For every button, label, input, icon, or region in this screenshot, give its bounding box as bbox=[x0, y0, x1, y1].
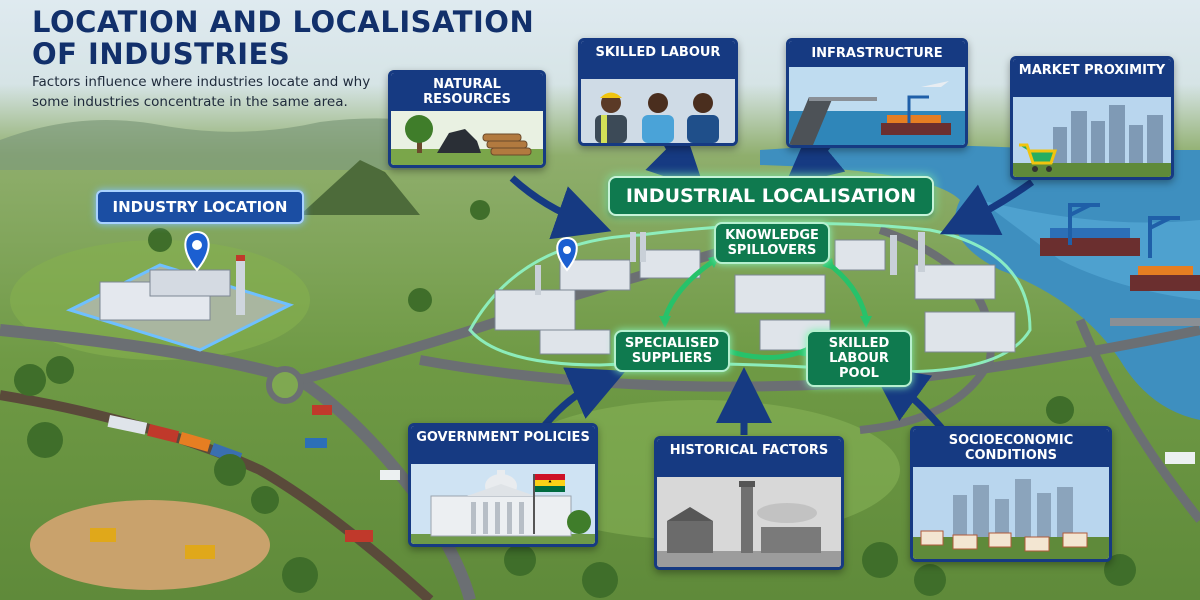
specialised-suppliers-label: SPECIALISED SUPPLIERS bbox=[614, 330, 730, 372]
mountain bbox=[300, 160, 420, 215]
ghana-flag-icon bbox=[533, 474, 565, 534]
infrastructure-illustration bbox=[789, 67, 965, 145]
page-title: LOCATION AND LOCALISATION OF INDUSTRIES bbox=[32, 6, 534, 70]
government-building-illustration bbox=[411, 464, 595, 544]
shopping-cart-icon bbox=[1019, 143, 1058, 172]
knowledge-spillovers-label: KNOWLEDGE SPILLOVERS bbox=[714, 222, 830, 264]
truck bbox=[1165, 452, 1195, 464]
card-title: SOCIOECONOMIC CONDITIONS bbox=[913, 429, 1109, 467]
coastal-road bbox=[1075, 318, 1200, 523]
card-market-proximity: MARKET PROXIMITY bbox=[1010, 56, 1174, 180]
cityscape-illustration bbox=[913, 467, 1109, 559]
card-title: SKILLED LABOUR bbox=[581, 41, 735, 79]
card-natural-resources: NATURAL RESOURCES bbox=[388, 70, 546, 168]
distant-hills bbox=[0, 118, 480, 170]
card-socioeconomic-conditions: SOCIOECONOMIC CONDITIONS bbox=[910, 426, 1112, 562]
card-title: HISTORICAL FACTORS bbox=[657, 439, 841, 477]
truck bbox=[380, 470, 400, 480]
card-title: GOVERNMENT POLICIES bbox=[411, 426, 595, 464]
location-pin-icon bbox=[556, 236, 578, 272]
roundabout bbox=[266, 366, 304, 404]
city-market-illustration bbox=[1013, 97, 1171, 177]
truck bbox=[312, 405, 332, 415]
bridge bbox=[1110, 318, 1200, 326]
worker-avatar bbox=[642, 93, 674, 143]
intro-text: Factors influence where industries locat… bbox=[32, 74, 371, 110]
card-government-policies: GOVERNMENT POLICIES bbox=[408, 423, 598, 547]
worker-avatar bbox=[687, 93, 719, 143]
truck bbox=[305, 438, 327, 448]
quarry bbox=[30, 500, 270, 590]
card-title: MARKET PROXIMITY bbox=[1013, 59, 1171, 97]
resources-illustration bbox=[391, 111, 543, 165]
card-historical-factors: HISTORICAL FACTORS bbox=[654, 436, 844, 570]
card-title: INFRASTRUCTURE bbox=[789, 41, 965, 67]
harbour-ships bbox=[1040, 228, 1200, 291]
location-pin-icon bbox=[184, 230, 210, 272]
dump-truck bbox=[185, 545, 215, 559]
isolated-factory bbox=[99, 255, 245, 321]
railway bbox=[0, 390, 434, 600]
river-sea bbox=[760, 145, 1200, 420]
smokestacks bbox=[535, 232, 925, 295]
title-line-2: OF INDUSTRIES bbox=[32, 37, 291, 71]
industrial-localisation-banner: INDUSTRIAL LOCALISATION bbox=[608, 176, 934, 216]
truck bbox=[345, 530, 373, 542]
historical-factory-illustration bbox=[657, 477, 841, 567]
worker-avatar bbox=[595, 92, 627, 143]
skilled-labour-pool-label: SKILLED LABOUR POOL bbox=[806, 330, 912, 387]
workers-illustration bbox=[581, 79, 735, 143]
industry-location-label: INDUSTRY LOCATION bbox=[96, 190, 304, 224]
port-cranes bbox=[1068, 203, 1180, 258]
title-line-1: LOCATION AND LOCALISATION bbox=[32, 5, 535, 39]
excavator bbox=[90, 528, 116, 542]
tree-clusters bbox=[14, 200, 1136, 598]
card-skilled-labour: SKILLED LABOUR bbox=[578, 38, 738, 146]
card-title: NATURAL RESOURCES bbox=[391, 73, 543, 111]
card-infrastructure: INFRASTRUCTURE bbox=[786, 38, 968, 148]
